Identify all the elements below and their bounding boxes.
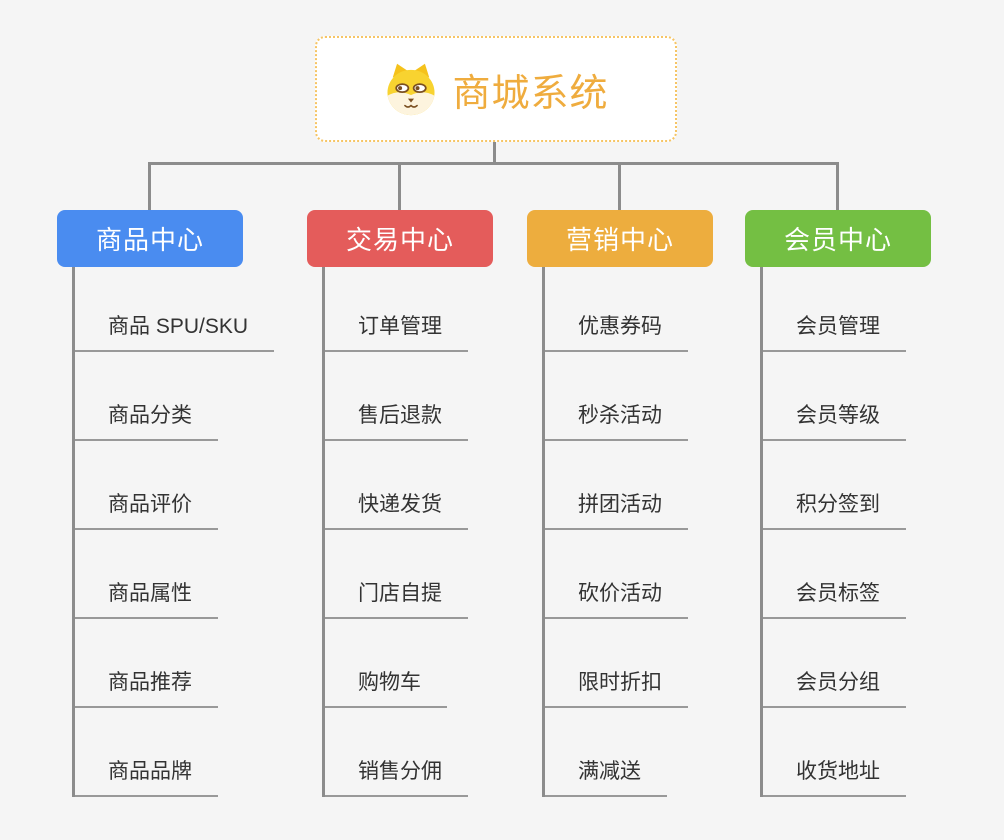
connector-drop-trade [398, 162, 401, 210]
node-product-review[interactable]: 商品评价 [75, 441, 218, 530]
branch-marketing-center: 营销中心 优惠券码 秒杀活动 拼团活动 砍价活动 限时折扣 满减送 [527, 210, 713, 797]
node-product-brand[interactable]: 商品品牌 [75, 708, 218, 797]
node-aftersale-refund[interactable]: 售后退款 [325, 352, 468, 441]
dog-face-icon [387, 63, 436, 116]
branch-product-center: 商品中心 商品 SPU/SKU 商品分类 商品评价 商品属性 商品推荐 商品品牌 [57, 210, 275, 797]
node-product-spu-sku[interactable]: 商品 SPU/SKU [75, 267, 275, 352]
connector-drop-member [836, 162, 839, 210]
node-product-recommend[interactable]: 商品推荐 [75, 619, 218, 708]
branch-node-marketing-center[interactable]: 营销中心 [527, 210, 713, 267]
node-flash-sale[interactable]: 秒杀活动 [545, 352, 688, 441]
branch-items-member: 会员管理 会员等级 积分签到 会员标签 会员分组 收货地址 [760, 267, 906, 797]
node-product-attribute[interactable]: 商品属性 [75, 530, 218, 619]
node-order-management[interactable]: 订单管理 [325, 267, 468, 352]
connector-drop-marketing [618, 162, 621, 210]
branch-items-trade: 订单管理 售后退款 快递发货 门店自提 购物车 销售分佣 [322, 267, 468, 797]
node-bargain-activity[interactable]: 砍价活动 [545, 530, 688, 619]
node-shipping-address[interactable]: 收货地址 [763, 708, 906, 797]
branch-items-product: 商品 SPU/SKU 商品分类 商品评价 商品属性 商品推荐 商品品牌 [72, 267, 275, 797]
root-node-mall-system[interactable]: 商城系统 [315, 36, 677, 142]
node-points-checkin[interactable]: 积分签到 [763, 441, 906, 530]
branch-node-product-center[interactable]: 商品中心 [57, 210, 243, 267]
node-member-level[interactable]: 会员等级 [763, 352, 906, 441]
node-shopping-cart[interactable]: 购物车 [325, 619, 447, 708]
connector-root-stub [493, 142, 496, 164]
node-store-pickup[interactable]: 门店自提 [325, 530, 468, 619]
node-member-tag[interactable]: 会员标签 [763, 530, 906, 619]
node-limited-time-discount[interactable]: 限时折扣 [545, 619, 688, 708]
branch-member-center: 会员中心 会员管理 会员等级 积分签到 会员标签 会员分组 收货地址 [745, 210, 931, 797]
node-full-reduction[interactable]: 满减送 [545, 708, 667, 797]
node-group-buy[interactable]: 拼团活动 [545, 441, 688, 530]
node-product-category[interactable]: 商品分类 [75, 352, 218, 441]
connector-horizontal [148, 162, 839, 165]
node-coupon-code[interactable]: 优惠券码 [545, 267, 688, 352]
node-express-delivery[interactable]: 快递发货 [325, 441, 468, 530]
branch-node-trade-center[interactable]: 交易中心 [307, 210, 493, 267]
branch-items-marketing: 优惠券码 秒杀活动 拼团活动 砍价活动 限时折扣 满减送 [542, 267, 688, 797]
branch-node-member-center[interactable]: 会员中心 [745, 210, 931, 267]
branch-trade-center: 交易中心 订单管理 售后退款 快递发货 门店自提 购物车 销售分佣 [307, 210, 493, 797]
node-member-management[interactable]: 会员管理 [763, 267, 906, 352]
node-sales-commission[interactable]: 销售分佣 [325, 708, 468, 797]
root-title: 商城系统 [452, 72, 609, 115]
node-member-group[interactable]: 会员分组 [763, 619, 906, 708]
connector-drop-product [148, 162, 151, 210]
